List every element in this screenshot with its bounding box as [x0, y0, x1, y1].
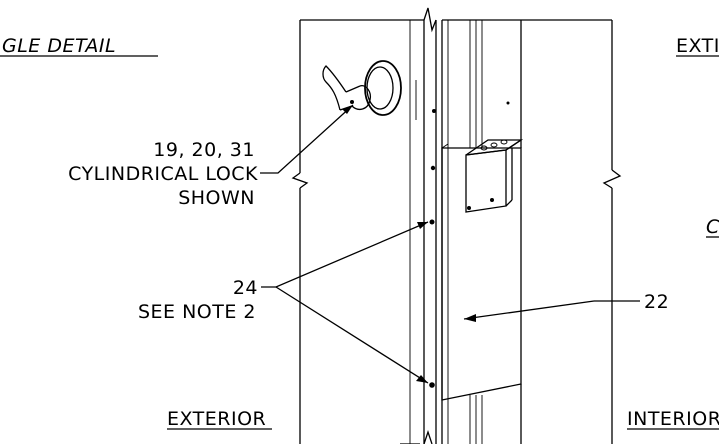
leader-lines	[260, 104, 640, 384]
partial-c-label: C	[706, 216, 719, 238]
bottom-break	[400, 429, 433, 444]
cover-plate	[441, 143, 522, 401]
cylindrical-lock-icon	[322, 60, 402, 116]
strike-bracket	[465, 101, 524, 213]
lock-description-line2: SHOWN	[178, 187, 255, 209]
lock-description-line1: CYLINDRICAL LOCK	[68, 163, 258, 185]
interior-bottom-label: INTERIOR	[627, 408, 719, 430]
exterior-bottom-label: EXTERIOR	[167, 408, 266, 430]
hinge-callout-number: 24	[233, 277, 258, 299]
lock-callout-number: 19, 20, 31	[153, 139, 255, 161]
door-frame-right	[442, 19, 622, 444]
hinge-note: SEE NOTE 2	[138, 301, 256, 323]
exterior-top-right-label: EXTI	[676, 35, 719, 57]
plate-callout-number: 22	[644, 291, 669, 313]
detail-title: GLE DETAIL	[2, 35, 116, 57]
door-frame-left	[291, 7, 437, 444]
hinge-screws	[429, 109, 436, 388]
